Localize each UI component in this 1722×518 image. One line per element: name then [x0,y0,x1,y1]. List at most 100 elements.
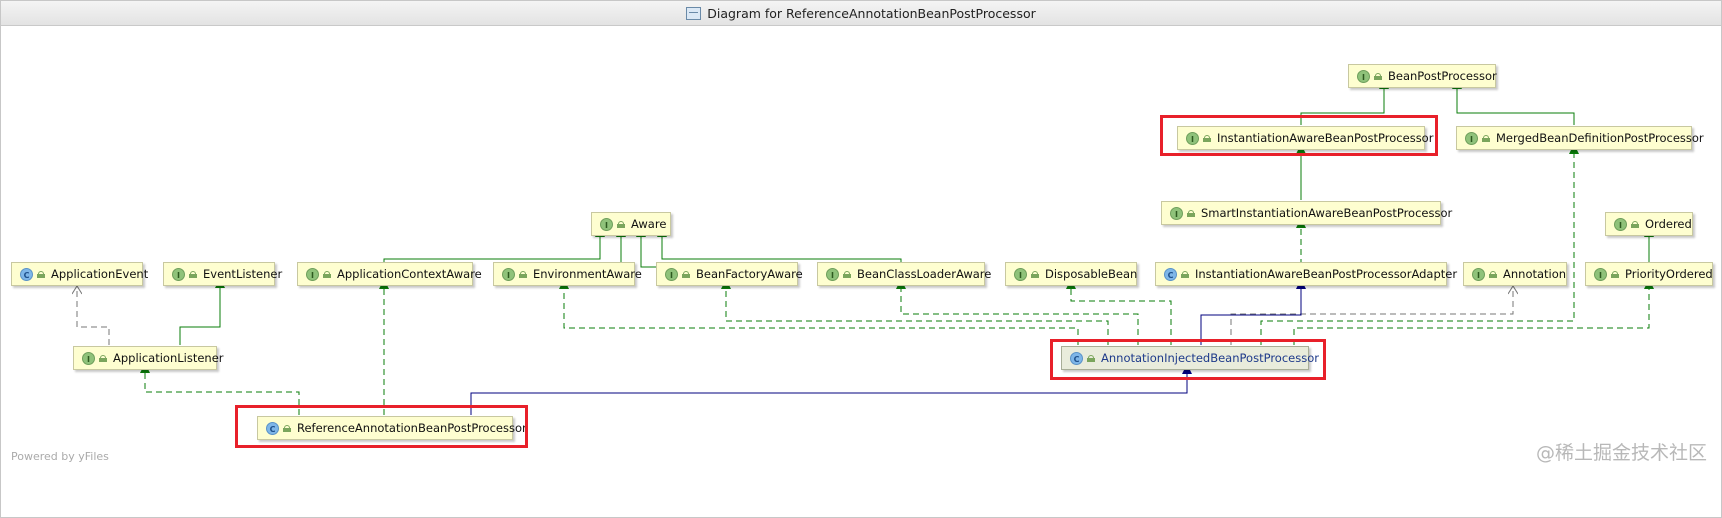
lock-icon [1482,134,1490,142]
edge-aibpp-beanfactoryaware [721,279,1109,345]
edge-aibpp-adapter [1200,279,1306,345]
class-icon: C [266,421,279,435]
node-bean-post-processor[interactable]: I BeanPostProcessor [1348,64,1497,88]
lock-icon [37,270,45,278]
edge-aibpp-classloaderaware [896,279,1139,345]
node-instantiation-aware-bean-post-processor[interactable]: I InstantiationAwareBeanPostProcessor [1177,126,1433,150]
node-label: EventListener [203,267,283,281]
edge-iabpp-bpp [1300,79,1389,125]
interface-icon: I [1014,267,1027,281]
node-label: Aware [631,217,667,231]
node-label: BeanPostProcessor [1388,69,1497,83]
node-label: SmartInstantiationAwareBeanPostProcessor [1201,206,1453,220]
lock-icon [1187,209,1195,217]
node-label: DisposableBean [1045,267,1138,281]
node-application-listener[interactable]: I ApplicationListener [73,346,224,370]
lock-icon [283,424,291,432]
lock-icon [1087,354,1095,362]
interface-icon: I [502,267,515,281]
node-label: Annotation [1503,267,1567,281]
interface-icon: I [306,267,319,281]
powered-by-label: Powered by yFiles [11,450,109,463]
interface-icon: I [1472,267,1485,281]
interface-icon: I [1594,267,1607,281]
node-label: PriorityOrdered [1625,267,1713,281]
lock-icon [323,270,331,278]
interface-icon: I [82,351,95,365]
node-reference-annotation-bean-post-processor[interactable]: C ReferenceAnnotationBeanPostProcessor [257,416,527,440]
interface-icon: I [1186,131,1199,145]
interface-icon: I [1465,131,1478,145]
window-title: Diagram for ReferenceAnnotationBeanPostP… [707,5,1036,21]
diagram-icon [686,6,702,20]
interface-icon: I [1614,217,1627,231]
edge-aibpp-annotation [1230,286,1513,345]
lock-icon [1181,270,1189,278]
node-label: InstantiationAwareBeanPostProcessor [1217,131,1434,145]
lock-icon [1203,134,1211,142]
node-label: ApplicationListener [113,351,224,365]
node-smart-instantiation-aware-bean-post-processor[interactable]: I SmartInstantiationAwareBeanPostProcess… [1161,201,1452,225]
node-label: Ordered [1645,217,1692,231]
edge-ref-aibpp [470,364,1192,415]
lock-icon [1489,270,1497,278]
lock-icon [519,270,527,278]
node-label: ReferenceAnnotationBeanPostProcessor [297,421,527,435]
node-aware[interactable]: I Aware [591,212,671,236]
interface-icon: I [826,267,839,281]
node-instantiation-aware-bean-post-processor-adapter[interactable]: C InstantiationAwareBeanPostProcessorAda… [1155,262,1457,286]
node-label: EnvironmentAware [533,267,642,281]
lock-icon [843,270,851,278]
highlight-frame-reference-annotation [235,405,528,448]
node-environment-aware[interactable]: I EnvironmentAware [493,262,642,286]
lock-icon [1374,72,1382,80]
title-bar: Diagram for ReferenceAnnotationBeanPostP… [1,1,1721,26]
watermark: @稀土掘金技术社区 [1535,442,1707,464]
edge-applistener-applicationevent [77,286,110,345]
node-bean-factory-aware[interactable]: I BeanFactoryAware [656,262,803,286]
interface-icon: I [1170,206,1183,220]
node-bean-class-loader-aware[interactable]: I BeanClassLoaderAware [817,262,991,286]
node-disposable-bean[interactable]: I DisposableBean [1005,262,1137,286]
node-label: MergedBeanDefinitionPostProcessor [1496,131,1704,145]
lock-icon [99,354,107,362]
lock-icon [1631,220,1639,228]
edge-aibpp-mbdpp [1260,144,1579,345]
edge-aibpp-priorityordered [1293,279,1654,345]
node-merged-bean-definition-post-processor[interactable]: I MergedBeanDefinitionPostProcessor [1456,126,1704,150]
node-ordered[interactable]: I Ordered [1605,212,1693,236]
node-application-context-aware[interactable]: I ApplicationContextAware [297,262,482,286]
edge-ref-applistener [140,363,300,415]
lock-icon [1611,270,1619,278]
node-label: ApplicationContextAware [337,267,482,281]
node-application-event[interactable]: C ApplicationEvent [11,262,148,286]
edge-mbdpp-bpp [1452,79,1575,125]
class-icon: C [20,267,33,281]
lock-icon [1031,270,1039,278]
node-label: BeanFactoryAware [696,267,803,281]
node-priority-ordered[interactable]: I PriorityOrdered [1585,262,1713,286]
lock-icon [617,220,625,228]
interface-icon: I [1357,69,1370,83]
highlight-frame-instantiation-aware [1160,115,1438,156]
edge-applistener-eventlistener [179,278,225,345]
lock-icon [189,270,197,278]
interface-icon: I [600,217,613,231]
node-label: InstantiationAwareBeanPostProcessorAdapt… [1195,267,1458,281]
edge-aibpp-disposablebean [1066,279,1172,345]
node-label: ApplicationEvent [51,267,149,281]
node-label: AnnotationInjectedBeanPostProcessor [1101,351,1319,365]
highlight-frame-annotation-injected [1050,339,1326,380]
class-icon: C [1070,351,1083,365]
diagram-canvas[interactable]: I BeanPostProcessor I InstantiationAware… [1,26,1721,517]
node-annotation-injected-bean-post-processor[interactable]: C AnnotationInjectedBeanPostProcessor [1061,346,1319,370]
interface-icon: I [172,267,185,281]
node-label: BeanClassLoaderAware [857,267,992,281]
class-icon: C [1164,267,1177,281]
lock-icon [682,270,690,278]
interface-icon: I [665,267,678,281]
edge-aibpp-envaware [559,279,1079,345]
node-annotation[interactable]: I Annotation [1463,262,1567,286]
node-event-listener[interactable]: I EventListener [163,262,282,286]
